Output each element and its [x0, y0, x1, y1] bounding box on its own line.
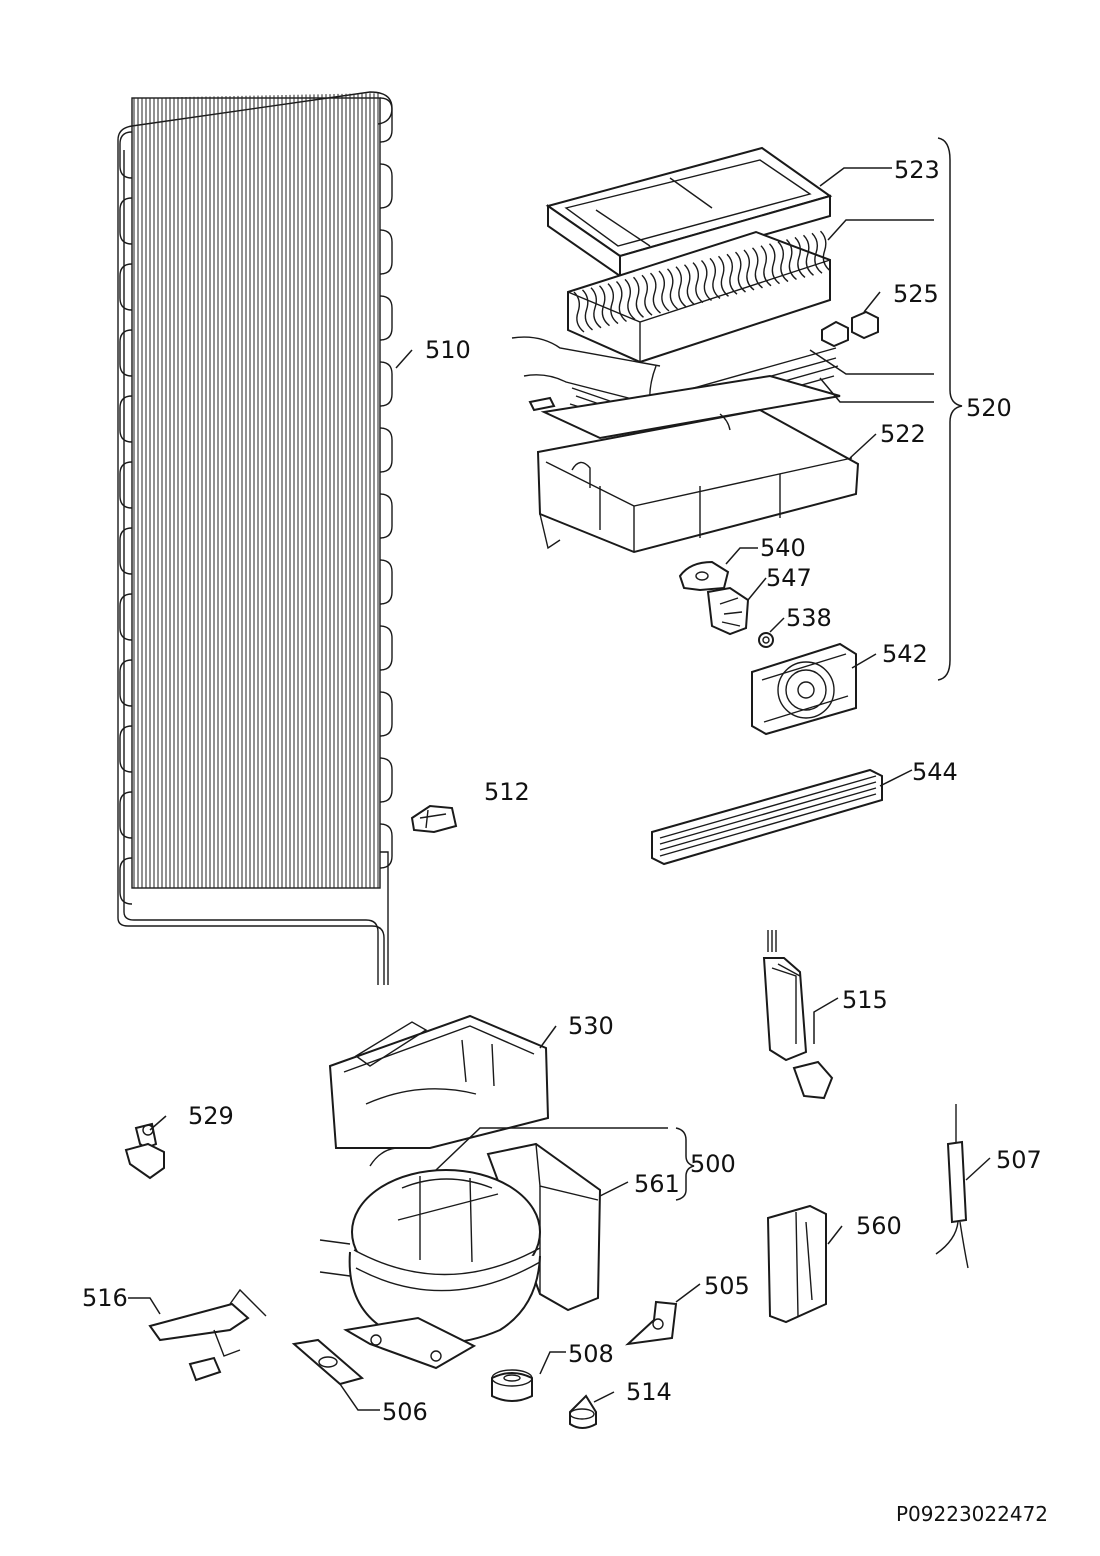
evaporator-housing-522: [536, 408, 860, 554]
fan-nut-538: [758, 632, 774, 648]
gasket-506: [291, 1338, 365, 1386]
clamp-505: [624, 1300, 678, 1346]
condenser-grille: [133, 93, 379, 888]
callout-510: 510: [425, 336, 471, 364]
callout-516: 516: [82, 1284, 128, 1312]
condenser-510: [117, 91, 393, 985]
callout-505: 505: [704, 1272, 750, 1300]
connector-parts-525: [821, 310, 879, 348]
callout-512: 512: [484, 778, 530, 806]
callout-529: 529: [188, 1102, 234, 1130]
compressor-cover-530: [328, 1014, 550, 1167]
callout-515: 515: [842, 986, 888, 1014]
callout-523: 523: [894, 156, 940, 184]
heater-515: [762, 930, 834, 1100]
fan-motor-547: [706, 586, 750, 636]
vent-grille-544: [651, 768, 883, 866]
evaporator: [567, 230, 831, 364]
callout-500: 500: [690, 1150, 736, 1178]
callout-544: 544: [912, 758, 958, 786]
callout-507: 507: [996, 1146, 1042, 1174]
thermostat-housing-560: [766, 1204, 827, 1324]
fan-holder-540: [678, 560, 730, 592]
callout-530: 530: [568, 1012, 614, 1040]
callout-508: 508: [568, 1340, 614, 1368]
leader-lines: [128, 137, 991, 1411]
evaporator-cover-523: [545, 146, 833, 278]
clip-512: [410, 804, 458, 834]
condenser-tube-loops: [119, 97, 393, 905]
drawing-code: P09223022472: [896, 1502, 1048, 1526]
callout-540: 540: [760, 534, 806, 562]
bracket-516: [148, 1288, 267, 1382]
callout-514: 514: [626, 1378, 672, 1406]
callout-547: 547: [766, 564, 812, 592]
sensor-507: [935, 1104, 969, 1269]
callout-522: 522: [880, 420, 926, 448]
callout-520: 520: [966, 394, 1012, 422]
valve-529: [124, 1122, 165, 1180]
callout-542: 542: [882, 640, 928, 668]
callout-525: 525: [893, 280, 939, 308]
callout-506: 506: [382, 1398, 428, 1426]
bush-514: [569, 1394, 597, 1429]
grommet-508: [491, 1369, 533, 1402]
callout-561: 561: [634, 1170, 680, 1198]
compressor: [319, 1169, 541, 1370]
callout-538: 538: [786, 604, 832, 632]
drip-plate: [540, 374, 841, 440]
callout-560: 560: [856, 1212, 902, 1240]
fan-cover-542: [751, 642, 857, 736]
